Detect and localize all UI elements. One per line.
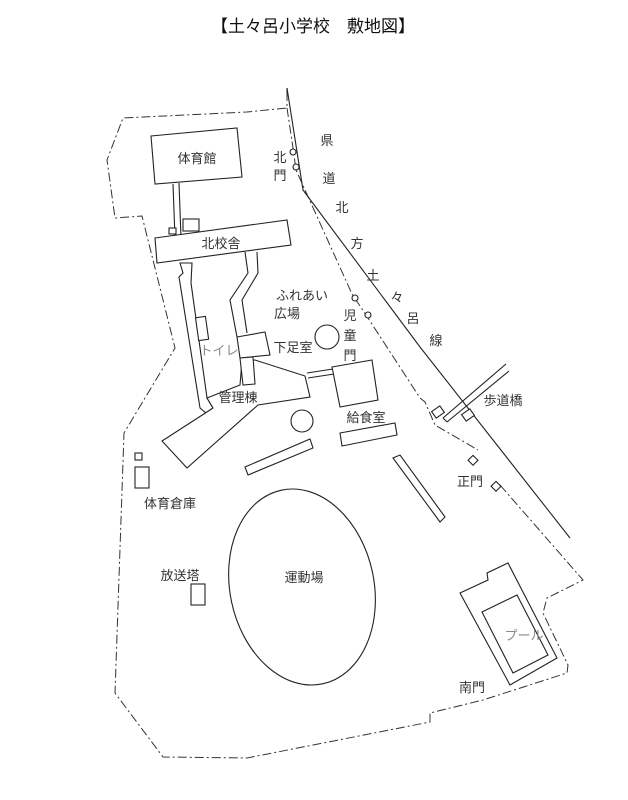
courtyard-circle: [290, 409, 314, 433]
pool-inner: [481, 594, 549, 674]
kitchen-building: [331, 359, 379, 408]
map-title: 【土々呂小学校 敷地図】: [211, 17, 415, 37]
kitchen-strip: [339, 422, 398, 447]
plaza-circle: [314, 324, 340, 350]
road-label: 呂: [406, 312, 419, 327]
plaza-label-1: ふれあい: [276, 289, 328, 304]
prefectural-road: [286, 87, 571, 539]
north-building-label: 北校舎: [201, 236, 240, 252]
children-gate-label: 門: [343, 349, 356, 364]
toilet-label: トイレ: [199, 344, 238, 359]
plaza-label-2: 広場: [274, 307, 300, 322]
road-label: 北: [335, 201, 348, 216]
gym-building: [150, 127, 243, 185]
sports-storage-label: 体育倉庫: [144, 496, 196, 512]
pool-label: プール: [504, 629, 543, 644]
north-gate-label: 北: [273, 151, 286, 166]
inner-boundary: [286, 107, 479, 451]
north-gate-post-icon: [289, 148, 297, 156]
storage-small: [134, 452, 143, 461]
children-gate-post-icon: [351, 294, 359, 302]
shoe-room-label: 下足室: [273, 340, 312, 356]
site-boundary: [106, 92, 584, 759]
road-label: 線: [429, 333, 442, 349]
main-gate-label: 正門: [457, 475, 483, 490]
road-label: 々: [390, 291, 403, 306]
diagonal-strip: [392, 454, 446, 523]
admin-label: 管理棟: [218, 391, 257, 406]
south-gate-label: 南門: [459, 680, 485, 696]
admin-building: [161, 359, 311, 469]
footbridge: [430, 363, 510, 423]
road-label: 道: [322, 172, 335, 187]
gym-label: 体育館: [177, 151, 216, 167]
road-label: 方: [350, 236, 363, 252]
shoe-room-building: [236, 331, 271, 359]
footbridge-label: 歩道橋: [483, 394, 522, 409]
annex-box: [168, 227, 177, 235]
road-label: 県: [320, 134, 333, 149]
north-gate-label: 門: [273, 169, 286, 184]
road-label: 土: [366, 269, 379, 284]
broadcast-tower-label: 放送塔: [160, 569, 199, 584]
children-gate-label: 児: [343, 309, 356, 324]
main-gate-post-icon: [490, 480, 502, 493]
kitchen-label: 給食室: [346, 410, 385, 426]
children-gate-post-icon: [364, 311, 372, 319]
ground-label: 運動場: [284, 571, 323, 586]
main-gate-post-icon: [467, 454, 479, 467]
sports-ground-track: [228, 488, 376, 686]
shoe-room-link: [239, 356, 256, 386]
toilet-building: [194, 315, 210, 342]
north-gate-post-icon: [292, 163, 300, 171]
broadcast-tower: [190, 583, 206, 606]
annex-box: [182, 218, 200, 232]
children-gate-label: 童: [343, 328, 356, 344]
sports-storage-building: [134, 466, 150, 489]
north-building: [154, 219, 292, 264]
strip-building: [244, 438, 314, 476]
